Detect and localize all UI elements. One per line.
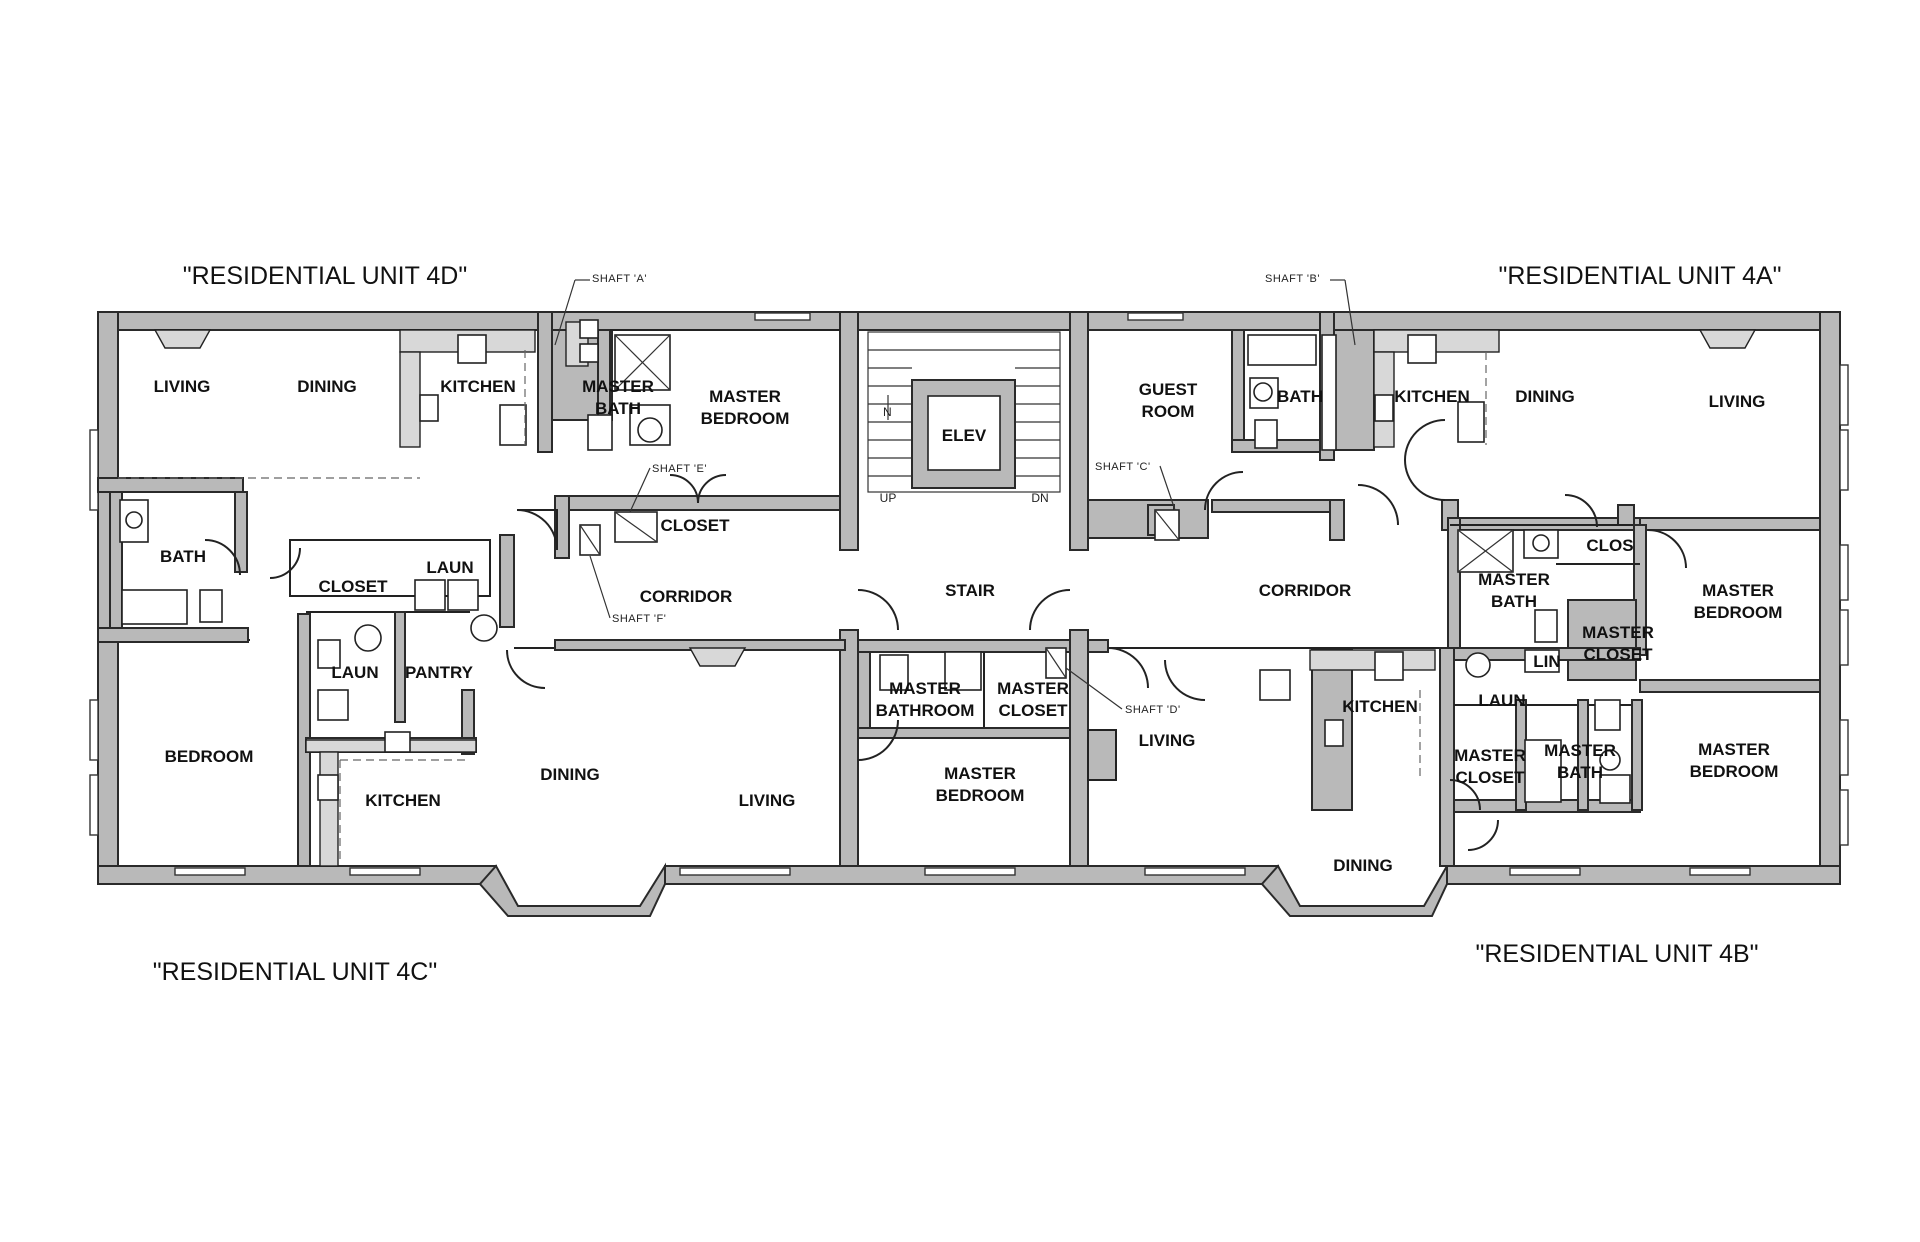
unit-4b-rooms: LIVING KITCHEN DINING LIN LAUN MASTER CL… [1139,652,1779,875]
room-4a-master-closet-line1: MASTER [1582,623,1654,642]
room-4c-master-closet-line1: MASTER [997,679,1069,698]
room-4a-living: LIVING [1709,392,1766,411]
room-4d-bath: BATH [160,547,206,566]
unit-4d-title: "RESIDENTIAL UNIT 4D" [183,262,467,290]
shaft-c-label: SHAFT 'C' [1095,461,1151,473]
unit-4a-rooms: GUEST ROOM BATH KITCHEN DINING LIVING MA… [1139,380,1783,664]
room-4b-master-closet-line2: CLOSET [1456,768,1526,787]
door-swings [204,419,1687,851]
room-4b-master-bath-line2: BATH [1557,763,1603,782]
shaft-d-label: SHAFT 'D' [1125,704,1181,716]
room-4b-living: LIVING [1139,731,1196,750]
room-4a-master-bath-line2: BATH [1491,592,1537,611]
room-4a-master-bedroom-line2: BEDROOM [1694,603,1783,622]
room-4d-laun: LAUN [426,558,473,577]
room-4d-master-bedroom-line1: MASTER [709,387,781,406]
room-4b-master-bath-line1: MASTER [1544,741,1616,760]
elevator: ELEV [942,426,987,445]
room-4c-master-bathroom-line2: BATHROOM [876,701,975,720]
unit-4a-title: "RESIDENTIAL UNIT 4A" [1498,262,1781,290]
interior-walls [97,311,1821,867]
room-4d-closet-e: CLOSET [661,516,731,535]
room-4a-clos: CLOS [1586,536,1633,555]
room-4b-master-bedroom-line1: MASTER [1698,740,1770,759]
room-4d-closet: CLOSET [319,577,389,596]
room-4a-kitchen: KITCHEN [1394,387,1470,406]
room-4a-bath: BATH [1277,387,1323,406]
north-arrow-label: N [883,405,892,419]
room-4c-master-bedroom-line1: MASTER [944,764,1016,783]
room-4a-master-closet-line2: CLOSET [1584,645,1654,664]
room-4c-laun: LAUN [331,663,378,682]
unit-4b-title: "RESIDENTIAL UNIT 4B" [1475,940,1758,968]
room-4b-master-bedroom-line2: BEDROOM [1690,762,1779,781]
fixtures [119,319,1757,867]
room-stair: STAIR [945,581,995,600]
shaft-b-label: SHAFT 'B' [1265,273,1320,285]
north-arrow: N [883,395,892,420]
room-4c-kitchen: KITCHEN [365,791,441,810]
room-corridor-west: CORRIDOR [640,587,733,606]
room-4c-bedroom: BEDROOM [165,747,254,766]
room-4b-laun: LAUN [1478,691,1525,710]
room-4d-kitchen: KITCHEN [440,377,516,396]
room-4a-guest-line1: GUEST [1139,380,1198,399]
room-4c-master-bedroom-line2: BEDROOM [936,786,1025,805]
room-4c-master-closet-line2: CLOSET [999,701,1069,720]
room-4b-dining: DINING [1333,856,1393,875]
room-4d-master-bedroom-line2: BEDROOM [701,409,790,428]
unit-4c-title: "RESIDENTIAL UNIT 4C" [153,958,437,986]
room-4a-guest-line2: ROOM [1142,402,1195,421]
stair-core [839,311,1089,867]
room-4d-living: LIVING [154,377,211,396]
room-4c-pantry: PANTRY [405,663,474,682]
room-4b-lin: LIN [1533,652,1560,671]
stair-up-label: UP [880,491,897,505]
room-4c-living: LIVING [739,791,796,810]
room-4d-master-bath-line2: BATH [595,399,641,418]
room-corridor-east: CORRIDOR [1259,581,1352,600]
room-4c-dining: DINING [540,765,600,784]
elev-label: ELEV [942,426,987,445]
shaft-notes: SHAFT 'A' SHAFT 'B' SHAFT 'C' SHAFT 'D' … [554,273,1356,716]
unit-4c-rooms: BEDROOM LAUN PANTRY KITCHEN DINING LIVIN… [165,663,1069,810]
room-4a-master-bedroom-line1: MASTER [1702,581,1774,600]
room-4d-dining: DINING [297,377,357,396]
unit-4d-rooms: LIVING DINING KITCHEN MASTER BATH MASTER… [154,377,790,596]
room-4b-master-closet-line1: MASTER [1454,746,1526,765]
room-4c-master-bathroom-line1: MASTER [889,679,961,698]
shaft-e-label: SHAFT 'E' [652,463,707,475]
shaft-a-label: SHAFT 'A' [592,273,647,285]
room-4a-master-bath-line1: MASTER [1478,570,1550,589]
room-4d-master-bath-line1: MASTER [582,377,654,396]
room-4a-dining: DINING [1515,387,1575,406]
shaft-f-label: SHAFT 'F' [612,613,666,625]
stair-down-label: DN [1031,491,1048,505]
windows [89,312,1849,876]
room-4b-kitchen: KITCHEN [1342,697,1418,716]
